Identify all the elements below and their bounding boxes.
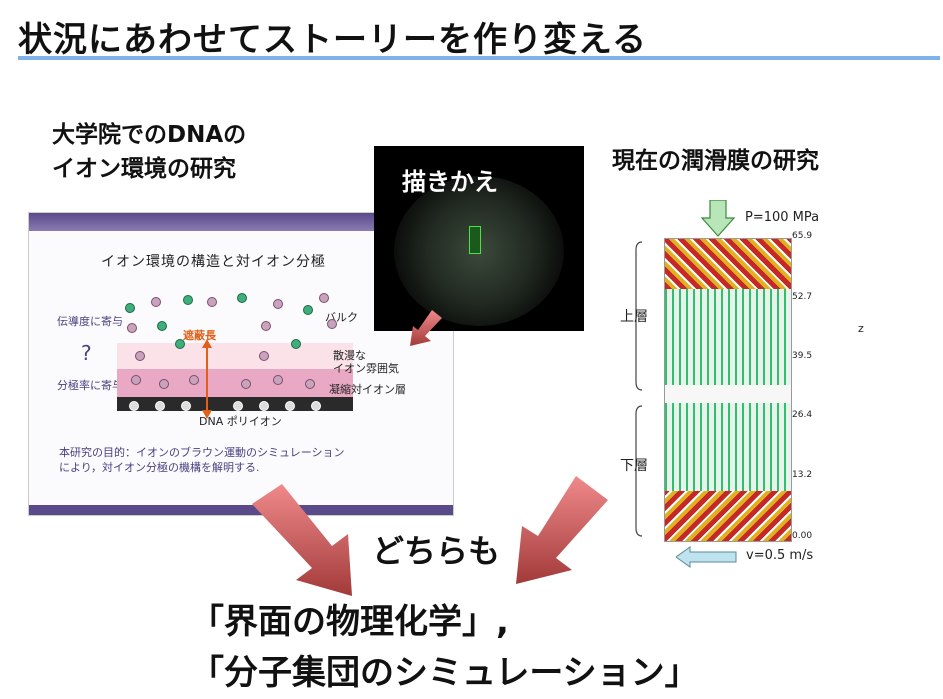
velocity-label: v=0.5 m/s [746,548,814,563]
current-research-heading: 現在の潤滑膜の研究 [612,148,819,174]
cation [241,379,251,389]
diffuse-label-line-2: イオン雰囲気 [333,362,399,375]
slide-bottom-bar [29,505,453,515]
graduate-research-heading: 大学院でのDNAの イオン環境の研究 [52,118,246,186]
right-down-arrow [516,476,608,584]
lubrication-simulation [664,238,792,542]
anion [291,339,301,349]
anion [237,293,247,303]
dna-charge [155,401,165,411]
question-mark: ? [81,341,92,365]
upper-lubricant-layer [665,289,791,385]
anion [175,339,185,349]
purpose-line-1: 本研究の目的：イオンのブラウン運動のシミュレーション [59,446,345,459]
layer-brackets [635,241,643,537]
page-title: 状況にあわせてストーリーを作り変える [18,20,647,60]
graduate-heading-line-2: イオン環境の研究 [52,156,236,182]
cation [189,375,199,385]
conclusion-line-1: 「界面の物理化学」, [190,602,509,642]
anion [303,305,313,315]
cation [305,379,315,389]
anion [157,321,167,331]
diffuse-ion-band [117,343,353,369]
cation [259,351,269,361]
redraw-visual: 描きかえ [374,146,584,331]
dna-charge [181,401,191,411]
dna-charge [259,401,269,411]
cation [127,323,137,333]
cation [131,375,141,385]
z-tick-65-9: 65.9 [792,231,813,241]
condensed-layer-label: 凝縮対イオン層 [329,383,406,396]
pressure-label: P=100 MPa [745,210,820,225]
dna-charge [129,401,139,411]
dna-polyion-label: DNA ポリイオン [199,415,282,428]
z-tick-39-5: 39.5 [792,351,813,361]
anion [183,295,193,305]
conclusion-line-2: 「分子集団のシミュレーション」 [190,653,699,693]
cation [319,293,329,303]
cation [327,319,337,329]
polarizability-label: 分極率に寄与 [57,379,123,392]
upper-layer-label: 上層 [620,309,648,325]
screening-length-arrow [202,339,212,419]
redraw-label: 描きかえ [402,168,498,196]
anion [125,303,135,313]
cation [135,351,145,361]
cation [273,375,283,385]
dna-charge [233,401,243,411]
z-tick-26-4: 26.4 [792,410,813,420]
screening-length-label: 遮蔽長 [183,329,216,342]
lower-layer-label: 下層 [620,458,648,474]
cation [207,297,217,307]
purpose-line-2: により，対イオン分極の機構を解明する. [59,461,260,474]
cation [261,321,271,331]
cation [151,297,161,307]
cation [159,379,169,389]
green-molecule [469,226,481,254]
both-label: どちらも [372,532,501,570]
title-underline [18,56,940,60]
graduate-heading-line-1: 大学院でのDNAの [52,122,247,148]
slide-top-bar [29,213,453,231]
diffuse-label-line-1: 散漫な [333,349,366,362]
conductivity-label: 伝導度に寄与 [57,315,123,328]
dna-charge [285,401,295,411]
research-purpose: 本研究の目的：イオンのブラウン運動のシミュレーション により，対イオン分極の機構… [59,445,345,475]
upper-solid-wall [665,239,791,289]
z-axis-label: z [858,322,864,335]
z-tick-0: 0.00 [792,531,813,541]
interface-gap [665,385,791,403]
dna-charge [311,401,321,411]
slide-title: イオン環境の構造と対イオン分極 [101,254,326,270]
z-tick-13-2: 13.2 [792,470,813,480]
condensed-ion-band [117,369,353,397]
cation [273,299,283,309]
lower-solid-wall [665,491,791,541]
pressure-arrow-icon [700,200,736,237]
diffuse-atmosphere-label: 散漫な イオン雰囲気 [333,349,399,375]
z-tick-52-7: 52.7 [792,292,813,302]
velocity-arrow-icon [676,546,737,568]
lower-lubricant-layer [665,403,791,491]
